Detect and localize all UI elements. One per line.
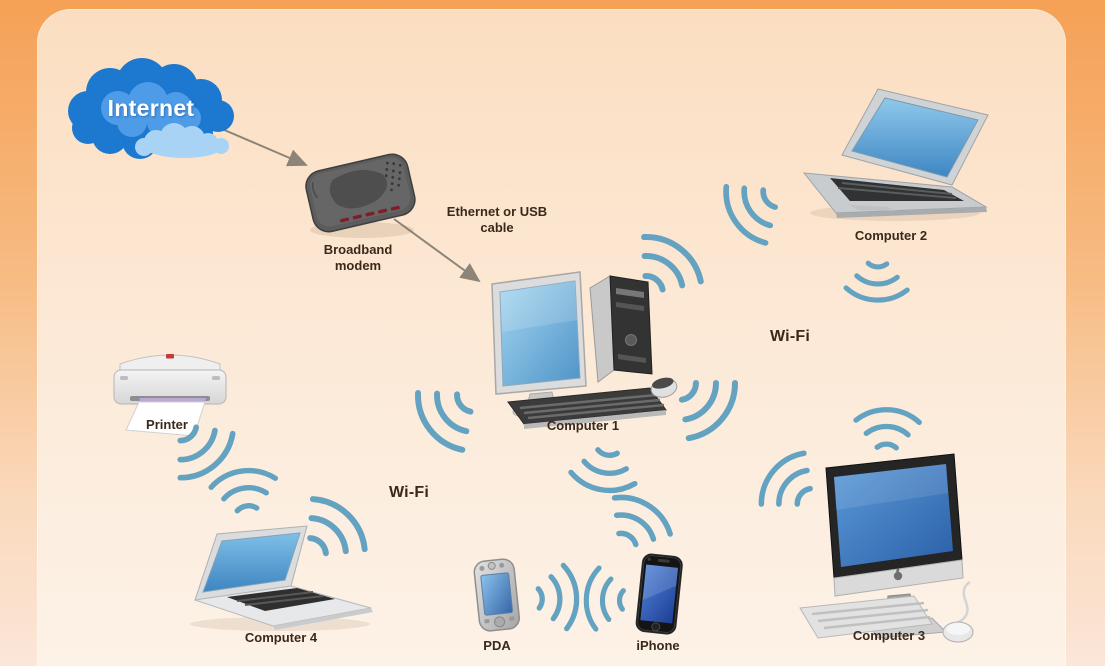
- wifi-signal-icon: [135, 384, 269, 518]
- desktop-computer-icon: [491, 271, 678, 429]
- computer-3-device: [792, 448, 987, 648]
- wifi-label-left: Wi-Fi: [389, 484, 429, 501]
- slim-laptop-icon: [190, 525, 373, 631]
- laptop-icon: [802, 88, 989, 221]
- computer-4-device: [175, 522, 380, 634]
- internet-cloud: [58, 56, 238, 161]
- wifi-signal-icon: [723, 418, 853, 548]
- computer-1-device: [478, 262, 688, 432]
- iphone-label: iPhone: [636, 638, 680, 653]
- computer-1-label: Computer 1: [546, 418, 620, 433]
- wifi-signal-icon: [842, 382, 933, 473]
- pda-label: PDA: [483, 638, 511, 653]
- printer-icon: [113, 354, 227, 437]
- modem-icon: [305, 153, 416, 238]
- computer-2-label: Computer 2: [854, 228, 928, 243]
- wifi-signal-icon: [552, 420, 656, 524]
- wifi-signal-icon: [513, 551, 605, 643]
- wifi-signal-icon: [375, 347, 515, 487]
- printer-device: [106, 344, 236, 439]
- wifi-signal-icon: [636, 336, 777, 477]
- wifi-signal-icon: [833, 239, 921, 327]
- broadband-modem-label: Broadband modem: [323, 242, 393, 273]
- ethernet-usb-cable-label: Ethernet or USB cable: [446, 204, 548, 235]
- wifi-signal-icon: [263, 458, 404, 599]
- computer-3-label: Computer 3: [852, 628, 926, 643]
- wifi-signal-icon: [575, 458, 702, 585]
- wifi-signal-icon: [559, 554, 648, 643]
- wifi-label-right: Wi-Fi: [770, 328, 810, 345]
- cloud-icon: [68, 58, 234, 159]
- wifi-signal-icon: [193, 438, 295, 540]
- broadband-modem-device: [296, 142, 424, 242]
- wifi-signal-icon: [685, 145, 817, 277]
- imac-icon: [799, 453, 974, 643]
- iphone-device: [628, 552, 690, 642]
- computer-4-label: Computer 4: [244, 630, 318, 645]
- computer-2-device: [790, 85, 995, 227]
- pda-icon: [473, 558, 521, 632]
- iphone-icon: [635, 553, 683, 635]
- pda-device: [468, 556, 526, 638]
- printer-label: Printer: [146, 417, 188, 432]
- wifi-signal-icon: [598, 194, 738, 334]
- internet-label: Internet: [107, 95, 195, 121]
